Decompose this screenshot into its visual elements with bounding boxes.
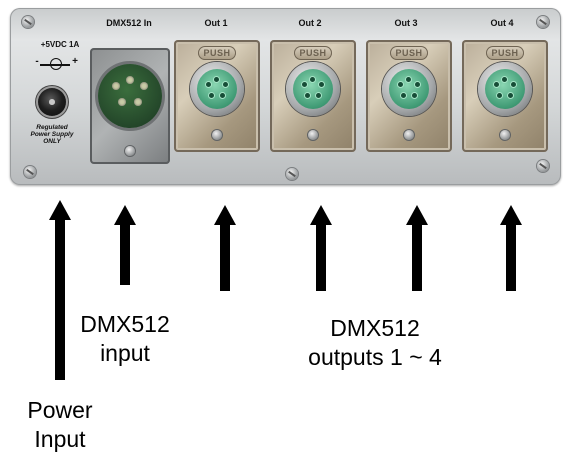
dmx-output-connector-1: PUSH — [174, 40, 260, 152]
push-latch: PUSH — [390, 46, 428, 60]
dmx-outputs-caption-line1: DMX512 — [330, 315, 420, 341]
push-latch: PUSH — [486, 46, 524, 60]
dmx-output-connector-4: PUSH — [462, 40, 548, 152]
screw-icon — [537, 16, 549, 28]
push-latch: PUSH — [294, 46, 332, 60]
dmx-output-connector-3: PUSH — [366, 40, 452, 152]
power-input-caption-line1: Power — [27, 397, 93, 423]
arrow-up-icon — [500, 205, 522, 225]
dmx-outputs-caption: DMX512 outputs 1 ~ 4 — [270, 314, 480, 372]
arrow-up-icon — [406, 205, 428, 225]
polarity-plus-label: + — [72, 56, 78, 67]
screw-icon — [212, 130, 222, 140]
power-input-caption: Power Input — [10, 396, 110, 454]
dmx-output-connector-2: PUSH — [270, 40, 356, 152]
xlr-female-icon — [382, 62, 436, 116]
power-jack-icon — [38, 88, 66, 116]
dmx-in-label: DMX512 In — [106, 18, 152, 28]
polarity-minus-label: - — [35, 56, 39, 67]
screw-icon — [125, 146, 135, 156]
xlr-female-icon — [478, 62, 532, 116]
out-2-label: Out 2 — [298, 18, 322, 28]
screw-icon — [308, 130, 318, 140]
arrow-up-icon — [114, 205, 136, 225]
screw-icon — [404, 130, 414, 140]
arrow-up-icon — [310, 205, 332, 225]
power-note-supply: Power Supply — [30, 131, 74, 138]
out-1-label: Out 1 — [204, 18, 228, 28]
dmx-input-connector — [90, 48, 170, 164]
dmx-input-caption-line2: input — [100, 340, 150, 366]
polarity-symbol-line — [40, 64, 70, 66]
out-3-label: Out 3 — [394, 18, 418, 28]
out-4-label: Out 4 — [490, 18, 514, 28]
push-latch: PUSH — [198, 46, 236, 60]
arrow-up-icon — [49, 200, 71, 220]
power-voltage-label: +5VDC 1A — [40, 40, 80, 49]
xlr-female-icon — [286, 62, 340, 116]
power-note-only: ONLY — [43, 138, 61, 145]
arrow-up-icon — [214, 205, 236, 225]
screw-icon — [286, 168, 298, 180]
device-rear-panel: +5VDC 1A - + Regulated Power Supply ONLY… — [10, 8, 561, 185]
screw-icon — [22, 16, 34, 28]
dmx-input-caption: DMX512 input — [58, 310, 192, 368]
dmx-input-caption-line1: DMX512 — [80, 311, 170, 337]
xlr-female-icon — [190, 62, 244, 116]
power-note-regulated: Regulated — [36, 124, 68, 131]
power-input-caption-line2: Input — [34, 426, 86, 452]
dmx-outputs-caption-line2: outputs 1 ~ 4 — [308, 344, 442, 370]
screw-icon — [500, 130, 510, 140]
screw-icon — [24, 166, 36, 178]
screw-icon — [537, 160, 549, 172]
xlr-male-icon — [98, 64, 162, 128]
